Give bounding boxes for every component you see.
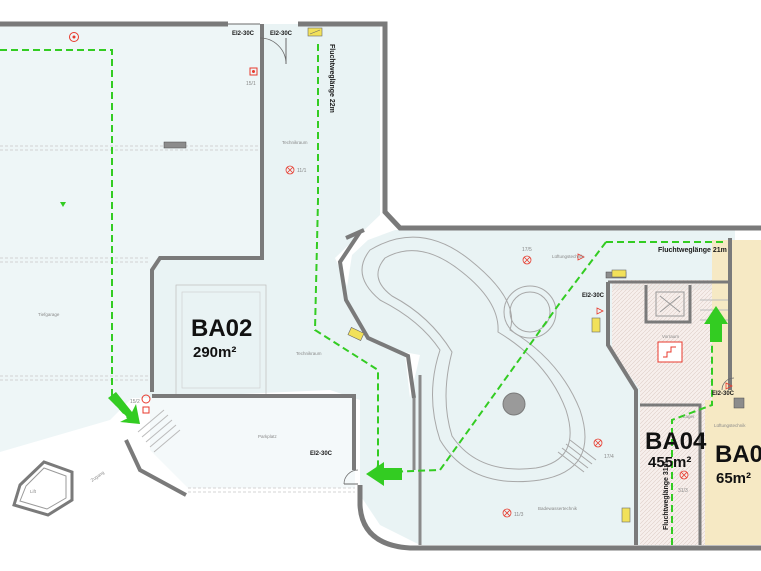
wall-lift-shaft-inner [19,467,67,510]
pool-steps [557,439,597,473]
zone-ba04-area: 455m² [648,454,691,471]
alarm-icon-top [69,32,79,42]
detector-label-31-3: 31/3 [678,488,688,494]
door-arc-ba04 [721,377,735,391]
room-label-lager: Lager [683,414,695,419]
wall-parkplatz-west [124,439,187,497]
detector-label-17-5: 17/5 [522,247,532,253]
smoke-detector-icon-1 [285,165,295,175]
extinguisher-icon-1 [249,67,258,76]
escape-arrows [108,306,728,486]
labels: BA02 290m² BA04 455m² BA0 65m² Fluchtweg… [30,31,761,530]
smoke-detector-icon-5 [679,470,689,480]
door-rating-4: EI2-30C [582,293,605,299]
room-label-parkplatz: Parkplatz [258,434,278,439]
wall-curve-west [337,230,416,399]
escape-route-ba04-vertical [671,330,713,545]
wall-top-right [298,21,761,231]
room-fill-ba02 [150,24,410,475]
arrow-icon-tiefgarage [108,392,140,424]
room-label-zugang: Zugang [90,470,106,483]
wall-corridor [345,228,365,240]
zone-ba02-name: BA02 [191,315,252,342]
wall-ba04-west [606,282,638,545]
extinguisher-box-icon-5 [611,269,627,278]
zone-ba04-name: BA04 [645,428,707,455]
wall-ba04-lift [644,285,692,324]
escape-route-22m-label: Fluchtweglänge 22m [328,44,335,113]
smoke-detector-icon-4 [502,508,512,518]
escape-route-diagonal [384,241,607,473]
door-arc-parkplatz [343,469,359,485]
pool-lazy-river-outer [361,236,586,483]
extinguisher-box-icon-2 [347,327,365,341]
stair-ba04-lines [659,295,681,313]
pool-outline [137,236,728,483]
room-label-vorraum: Vorraum [662,334,679,339]
wall-ba02-west [150,24,264,392]
walls [0,21,761,551]
room-label-lueftung-1: Lüftungstechnik [552,254,584,259]
pool-lazy-river-inner [377,250,571,470]
door-rating-3: EI2-30C [310,451,333,457]
room-fill-parkplatz [150,398,355,488]
stair-left [137,409,181,453]
wall-lift-shaft [12,460,74,517]
door-rating-2: EI2-30C [270,31,293,37]
room-label-badewasser: Badewassertechnik [538,506,578,511]
escape-route-31m-label: Fluchtweglänge 31m [663,461,670,530]
extinguisher-box-icon-4 [621,507,631,523]
room-label-technikraum-1: Technikraum [282,140,308,145]
detector-label-11-1: 11/1 [297,168,307,174]
extinguisher-box-icon-1 [307,27,323,37]
alarm-icon-left [141,394,151,414]
detector-label-15-1: 15/1 [246,81,256,87]
escape-route-technik [313,44,379,473]
door-rating-1: EI2-30C [232,31,255,37]
detector-label-17-4: 17/4 [604,454,614,460]
arrow-icon-corridor [366,462,402,486]
pool-island [503,285,557,339]
zone-ba05-area: 65m² [716,470,751,487]
room-label-lift: Lift [30,489,37,494]
zone-ba02-area: 290m² [193,344,236,361]
stair-ba04 [655,291,685,317]
wall-bottom-curve [357,485,761,551]
exit-marker-icon [60,202,66,207]
room-fill-tiefgarage [0,24,262,452]
room-label-tiefgarage: Tiefgarage [38,312,60,317]
symbols [60,23,733,523]
wall-block-1 [163,141,187,149]
pool-column [502,392,526,416]
zone-ba05-name: BA0 [715,441,761,468]
siren-icon-2 [596,307,604,315]
detector-label-11-3: 11/3 [514,512,524,518]
arrow-icon-ba04 [704,306,728,342]
room-fill-ba04-tint [612,280,712,545]
pool-island-inner [509,291,551,333]
wall-parkplatz-top [152,394,356,470]
wall-block-2 [733,397,745,409]
smoke-detector-icon-3 [593,438,603,448]
wall-ba04-mid [640,403,702,545]
fire-panel-icon [657,341,683,363]
door-rating-5: EI2-30C [712,391,735,397]
room-label-lueftung-2: Lüftungstechnik [714,423,746,428]
siren-icon-1 [577,253,585,261]
detector-label-15-2: 15/2 [130,399,140,405]
extinguisher-box-icon-3 [591,317,601,333]
smoke-detector-icon-2 [522,255,532,265]
room-label-technikraum-2: Technikraum [296,351,322,356]
escape-route-21m-label: Fluchtweglänge 21m [658,247,727,254]
siren-icon-3 [725,382,733,390]
